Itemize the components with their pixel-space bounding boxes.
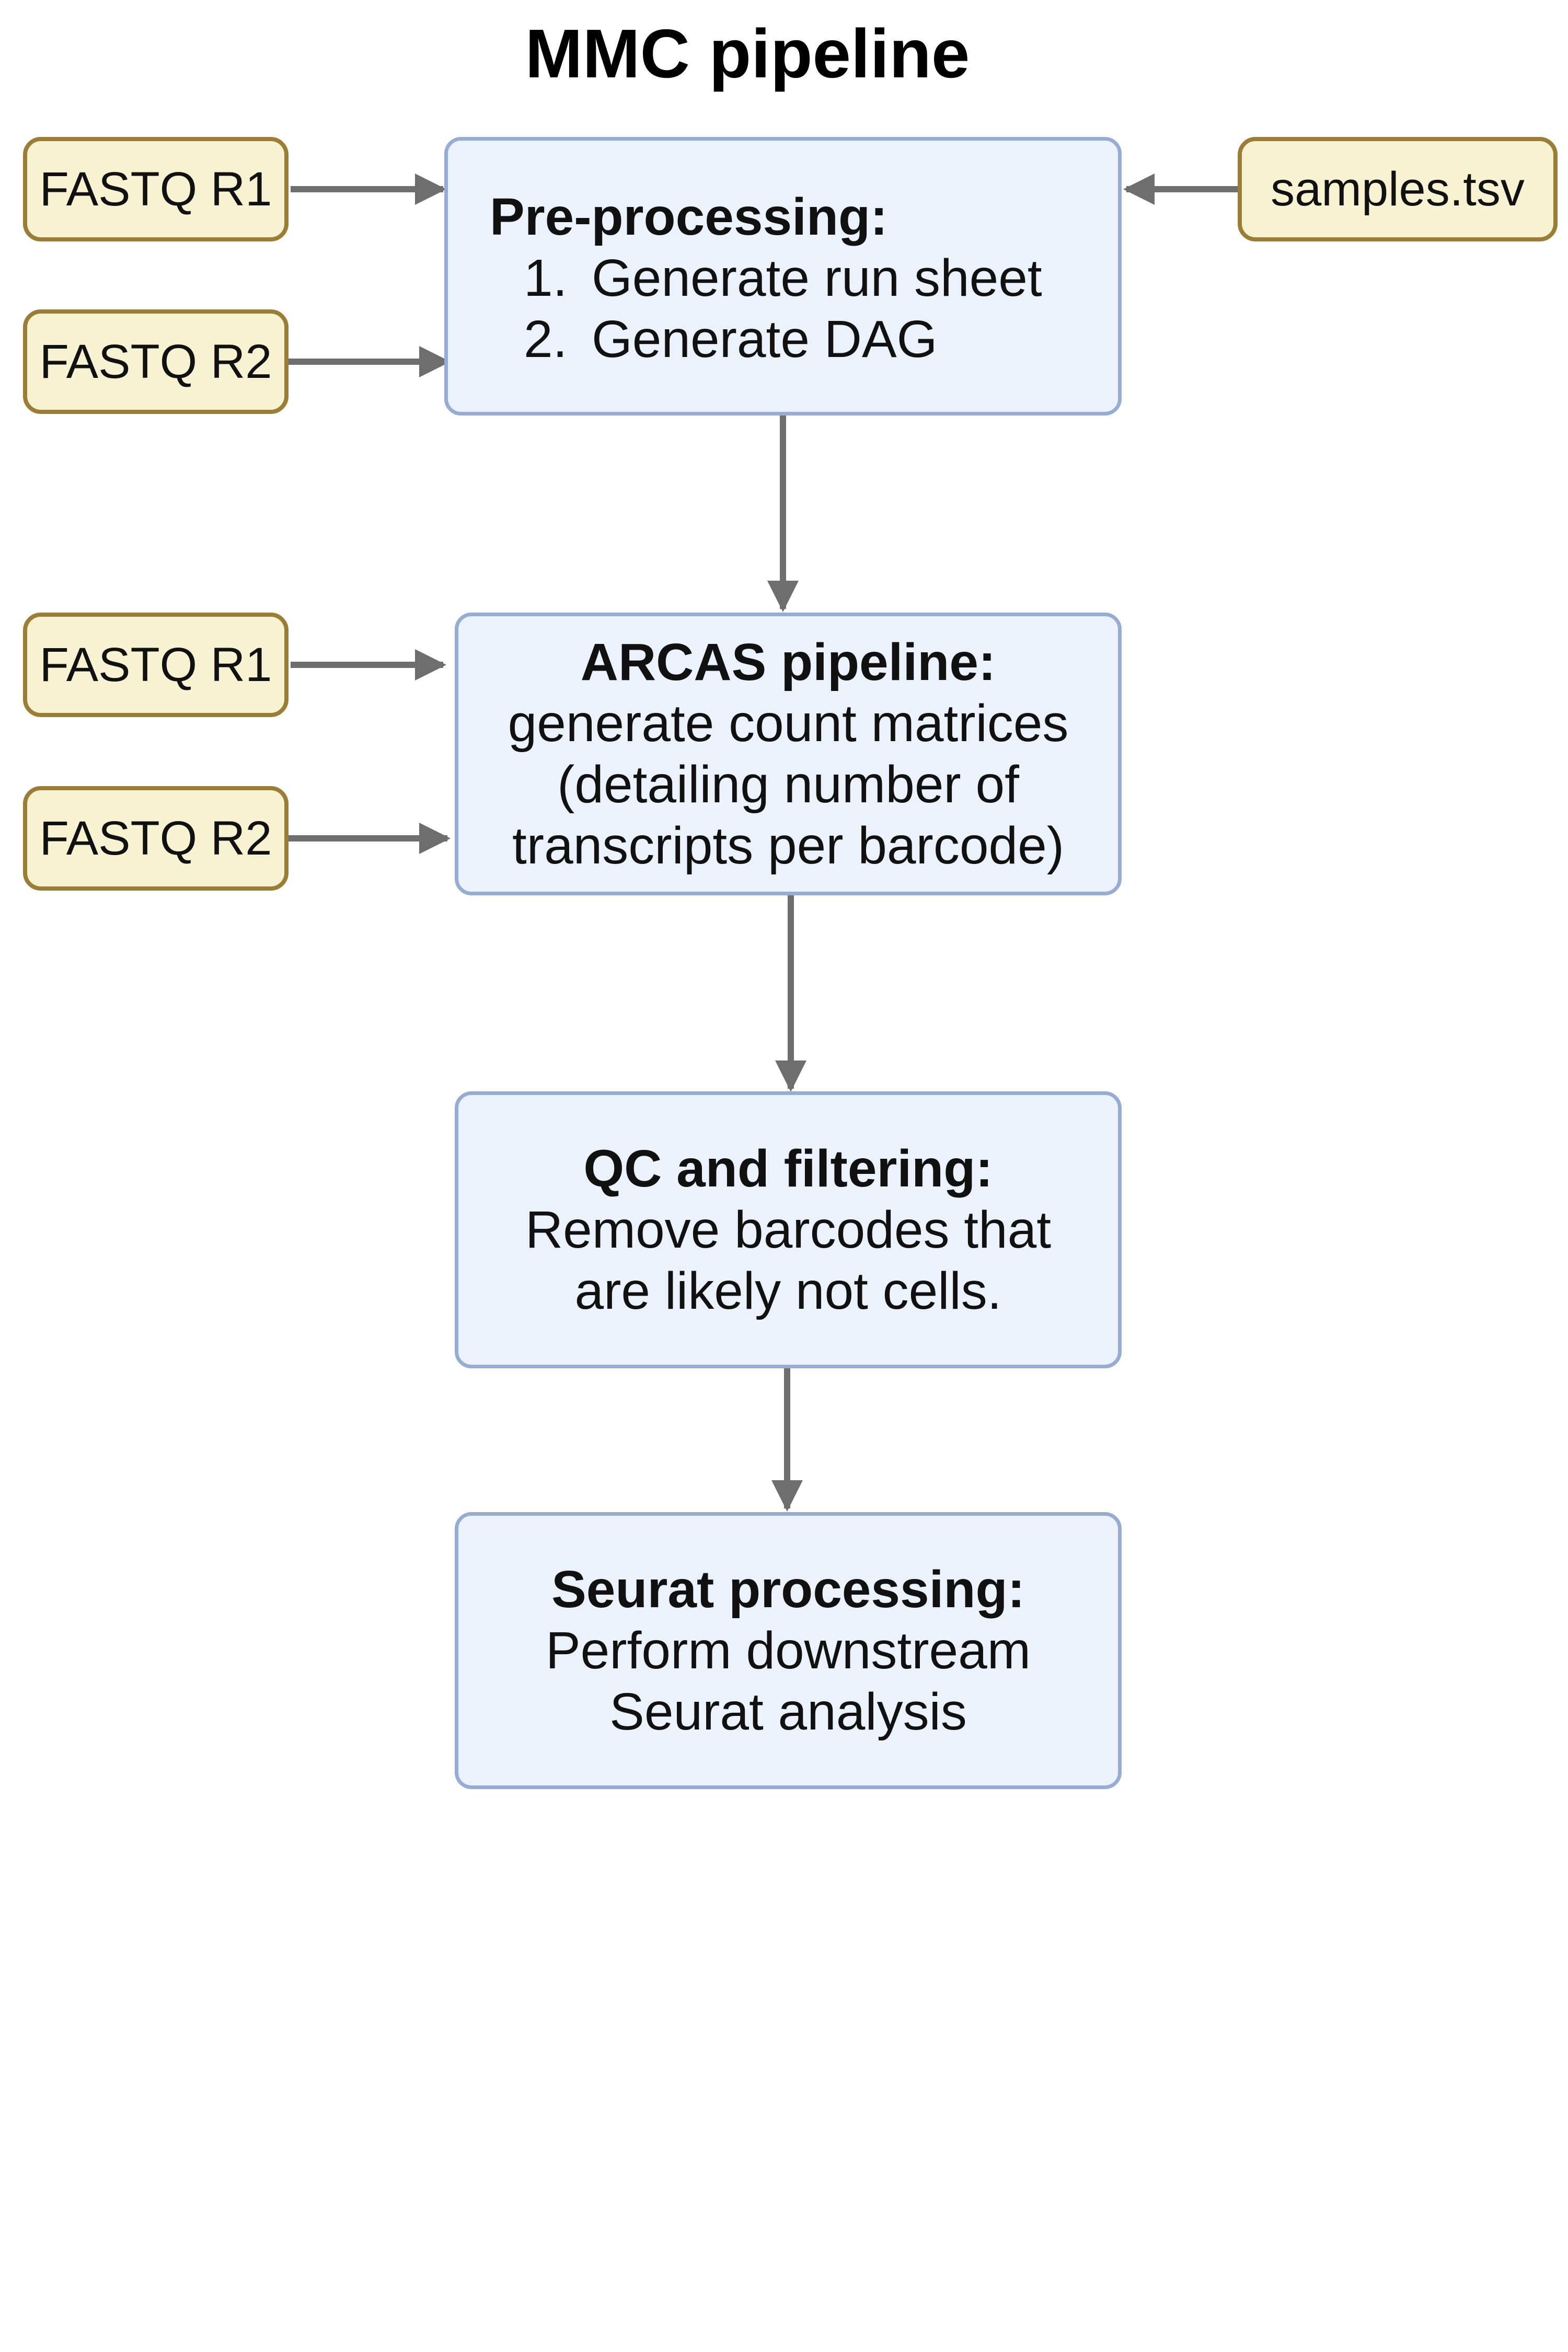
fastq-r1-input: FASTQ R1 bbox=[23, 137, 289, 241]
arcas-step: ARCAS pipeline: generate count matrices … bbox=[455, 613, 1122, 895]
seurat-desc-line: Perform downstream bbox=[545, 1621, 1031, 1680]
fastq-r1-input-arcas: FASTQ R1 bbox=[23, 613, 289, 717]
preprocessing-list: 1. Generate run sheet 2. Generate DAG bbox=[490, 248, 1118, 370]
fastq-r2-label: FASTQ R2 bbox=[39, 335, 272, 388]
fastq-r2-input-arcas: FASTQ R2 bbox=[23, 786, 289, 891]
qc-desc-line: Remove barcodes that bbox=[525, 1200, 1052, 1259]
qc-step: QC and filtering: Remove barcodes that a… bbox=[455, 1091, 1122, 1368]
qc-desc-line: are likely not cells. bbox=[574, 1261, 1002, 1320]
preprocessing-step: Pre-processing: 1. Generate run sheet 2.… bbox=[444, 137, 1122, 416]
seurat-title: Seurat processing: bbox=[551, 1560, 1025, 1619]
list-item: 1. Generate run sheet bbox=[524, 248, 1118, 309]
seurat-step: Seurat processing: Perform downstream Se… bbox=[455, 1512, 1122, 1789]
samples-tsv-input: samples.tsv bbox=[1238, 137, 1558, 241]
fastq-r1-label: FASTQ R1 bbox=[39, 163, 272, 216]
seurat-desc-line: Seurat analysis bbox=[609, 1682, 967, 1741]
arcas-title: ARCAS pipeline: bbox=[580, 632, 996, 691]
fastq-r2-label: FASTQ R2 bbox=[39, 812, 272, 865]
list-item-text: Generate DAG bbox=[592, 310, 938, 368]
diagram-title: MMC pipeline bbox=[525, 15, 970, 92]
fastq-r1-label: FASTQ R1 bbox=[39, 638, 272, 691]
qc-title: QC and filtering: bbox=[583, 1139, 993, 1198]
samples-tsv-label: samples.tsv bbox=[1271, 163, 1525, 216]
arcas-desc-line: generate count matrices bbox=[508, 694, 1069, 753]
fastq-r2-input: FASTQ R2 bbox=[23, 309, 289, 414]
arcas-desc-line: transcripts per barcode) bbox=[512, 816, 1064, 875]
arcas-desc-line: (detailing number of bbox=[557, 755, 1019, 814]
list-item-number: 1. bbox=[524, 249, 568, 307]
list-item-number: 2. bbox=[524, 310, 568, 368]
list-item-text: Generate run sheet bbox=[592, 249, 1042, 307]
list-item: 2. Generate DAG bbox=[524, 309, 1118, 370]
preprocessing-title: Pre-processing: bbox=[490, 188, 888, 246]
